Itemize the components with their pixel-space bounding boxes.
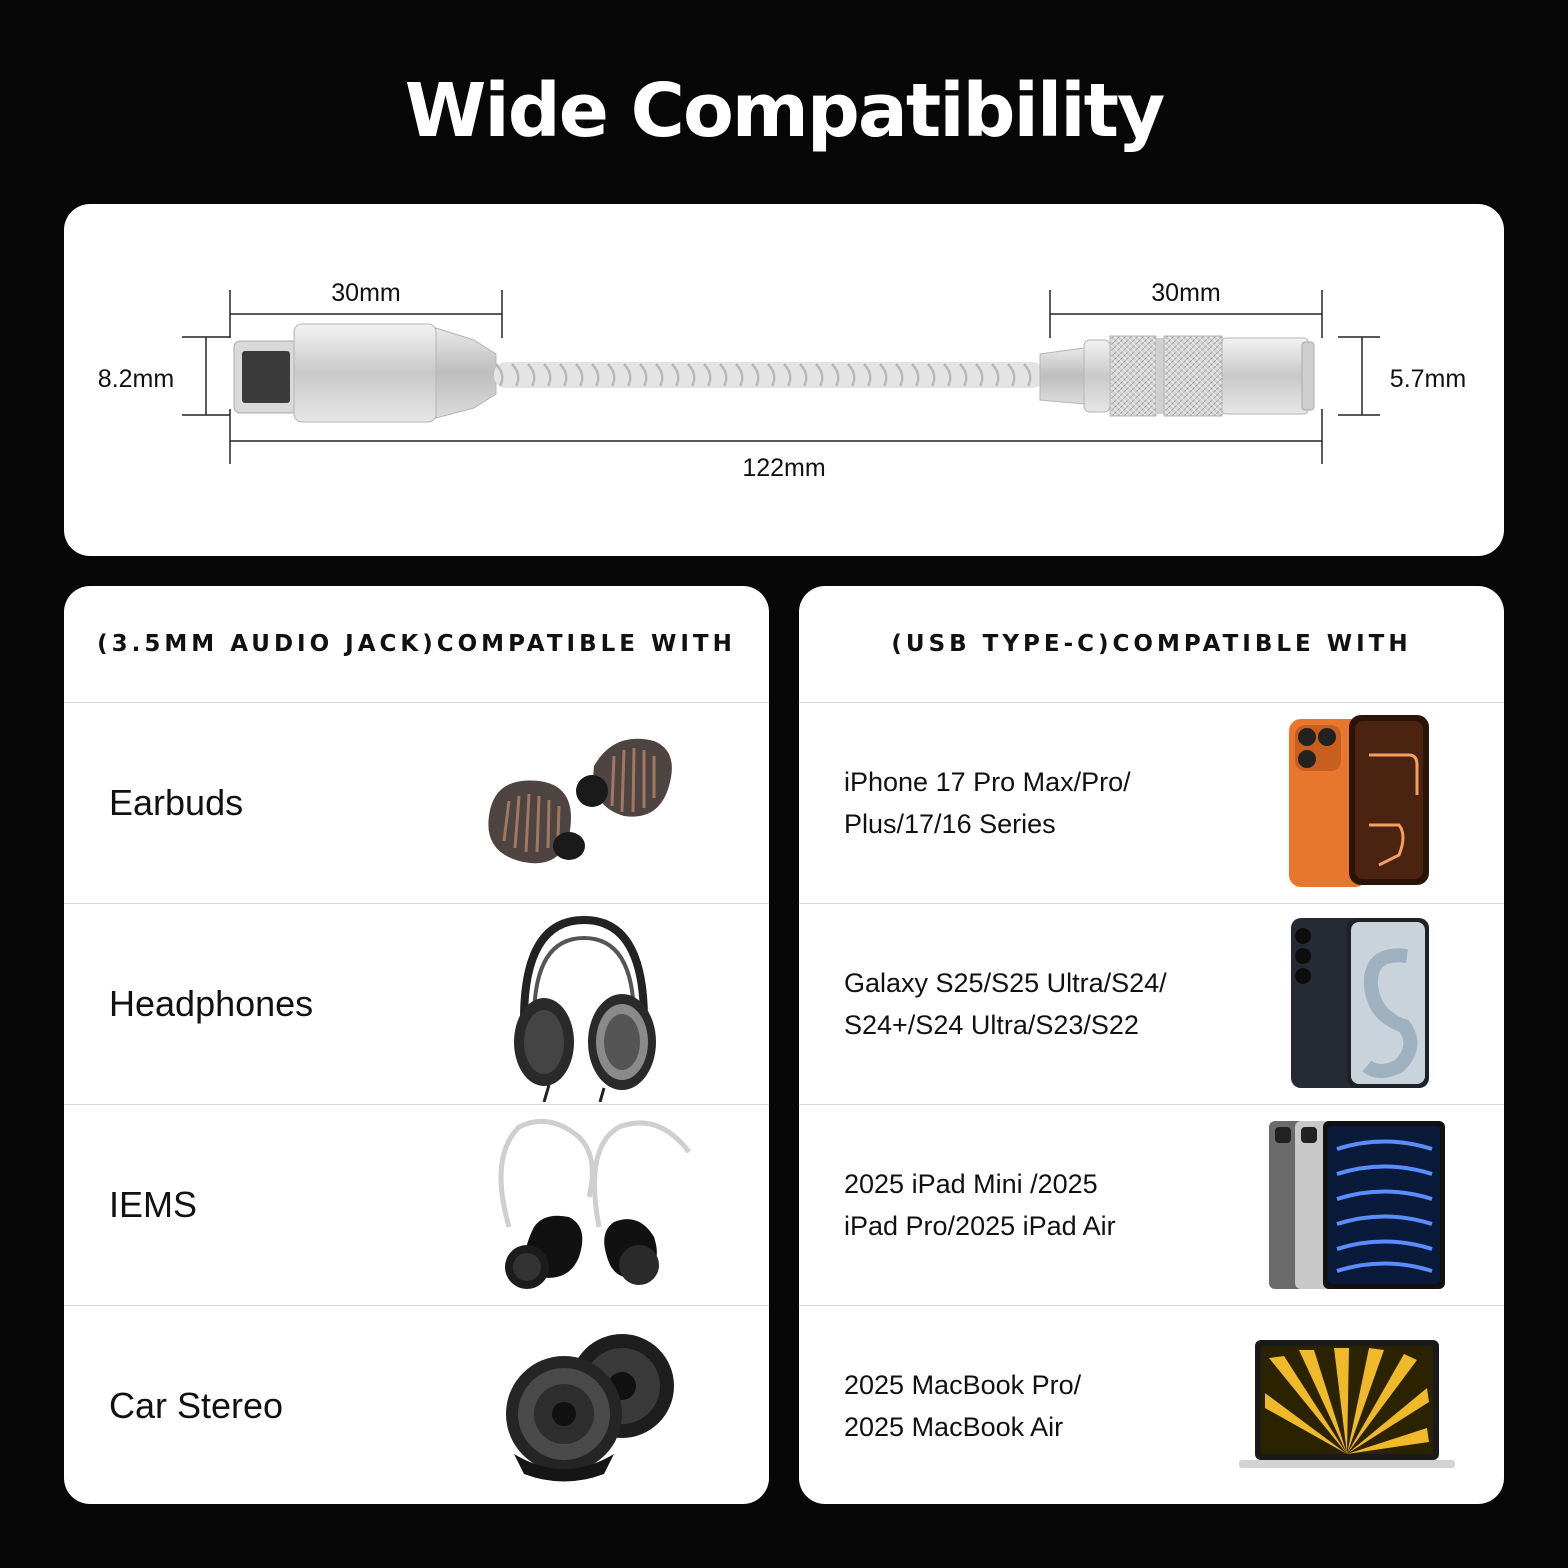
- list-item: Headphones: [64, 904, 769, 1105]
- braid-strand: [511, 363, 520, 387]
- braid-strand: [927, 363, 936, 387]
- dim-line-total: [229, 409, 1323, 464]
- braid-strand: [1023, 363, 1032, 387]
- braid-strand: [815, 363, 824, 387]
- braid-strand: [719, 363, 728, 387]
- braid-strand: [831, 363, 840, 387]
- braid-strand: [591, 363, 600, 387]
- item-text: iPhone 17 Pro Max/Pro/ Plus/17/16 Series: [844, 703, 1224, 903]
- dimension-card: 30mm 30mm 8.2mm 5.7mm 122mm: [64, 204, 1504, 556]
- braid-strand: [687, 363, 696, 387]
- braid-strand: [751, 363, 760, 387]
- dim-line-right-top: [1049, 290, 1323, 338]
- item-text-line2: iPad Pro/2025 iPad Air: [844, 1211, 1116, 1241]
- item-text: 2025 MacBook Pro/ 2025 MacBook Air: [844, 1306, 1224, 1504]
- galaxy-phone-icon: [1291, 918, 1429, 1088]
- list-item: 2025 MacBook Pro/ 2025 MacBook Air: [799, 1306, 1504, 1504]
- list-item: IEMS: [64, 1105, 769, 1306]
- braid-strand: [1007, 363, 1016, 387]
- iphone-icon: [1289, 715, 1429, 887]
- audio-jack-connector: [1039, 335, 1315, 417]
- usb-c-header: (USB TYPE-C)COMPATIBLE WITH: [799, 586, 1504, 703]
- braid-strand: [847, 363, 856, 387]
- braid-strand: [879, 363, 888, 387]
- braid-strand: [799, 363, 808, 387]
- braid-strand: [575, 363, 584, 387]
- audio-jack-compat-card: (3.5MM AUDIO JACK)COMPATIBLE WITH Earbud…: [64, 586, 769, 1504]
- list-item: iPhone 17 Pro Max/Pro/ Plus/17/16 Series: [799, 703, 1504, 904]
- page-title: Wide Compatibility: [404, 68, 1166, 154]
- dim-line-left-top: [229, 290, 503, 338]
- braid-strand: [527, 363, 536, 387]
- braid-strand: [895, 363, 904, 387]
- braid-strand: [783, 363, 792, 387]
- braid-strand: [655, 363, 664, 387]
- list-item: Earbuds: [64, 703, 769, 904]
- ipad-icon: [1269, 1121, 1445, 1289]
- iems-icon: [498, 1118, 691, 1289]
- dim-line-right-height: [1338, 336, 1380, 416]
- cable-braid-strands: [495, 363, 1032, 387]
- braided-cable: [494, 362, 1044, 388]
- item-text-line1: iPhone 17 Pro Max/Pro/: [844, 767, 1131, 797]
- item-text-line2: Plus/17/16 Series: [844, 809, 1056, 839]
- braid-strand: [975, 363, 984, 387]
- dim-label-left-top: 30mm: [331, 279, 400, 307]
- braid-strand: [623, 363, 632, 387]
- braid-strand: [495, 363, 504, 387]
- braid-strand: [911, 363, 920, 387]
- braid-strand: [863, 363, 872, 387]
- dim-line-left-height: [182, 336, 230, 416]
- headphones-icon: [514, 915, 656, 1102]
- item-text: 2025 iPad Mini /2025 iPad Pro/2025 iPad …: [844, 1105, 1224, 1305]
- item-label: IEMS: [109, 1184, 198, 1225]
- item-text-line2: S24+/S24 Ultra/S23/S22: [844, 1010, 1139, 1040]
- dim-label-right-height: 5.7mm: [1390, 365, 1466, 393]
- item-label: Earbuds: [109, 782, 244, 823]
- dim-label-left-height: 8.2mm: [98, 365, 174, 393]
- item-label: Car Stereo: [109, 1385, 284, 1426]
- braid-strand: [559, 363, 568, 387]
- cable-dimension-diagram: 30mm 30mm 8.2mm 5.7mm 122mm: [98, 279, 1466, 482]
- braid-strand: [735, 363, 744, 387]
- item-text-line1: 2025 MacBook Pro/: [844, 1370, 1082, 1400]
- braid-strand: [991, 363, 1000, 387]
- dim-label-right-top: 30mm: [1151, 279, 1220, 307]
- braid-strand: [943, 363, 952, 387]
- braid-strand: [959, 363, 968, 387]
- macbook-icon: [1239, 1340, 1455, 1468]
- list-item: 2025 iPad Mini /2025 iPad Pro/2025 iPad …: [799, 1105, 1504, 1306]
- dim-label-total: 122mm: [742, 454, 825, 482]
- item-text-line2: 2025 MacBook Air: [844, 1412, 1064, 1442]
- braid-strand: [639, 363, 648, 387]
- usb-c-plug: [233, 323, 497, 423]
- braid-strand: [607, 363, 616, 387]
- item-text: Galaxy S25/S25 Ultra/S24/ S24+/S24 Ultra…: [844, 904, 1224, 1104]
- item-text-line1: 2025 iPad Mini /2025: [844, 1169, 1098, 1199]
- braid-strand: [671, 363, 680, 387]
- list-item: Car Stereo: [64, 1306, 769, 1504]
- braid-strand: [703, 363, 712, 387]
- usb-c-compat-card: (USB TYPE-C)COMPATIBLE WITH iPhone 17 Pr…: [799, 586, 1504, 1504]
- braid-strand: [767, 363, 776, 387]
- audio-jack-header: (3.5MM AUDIO JACK)COMPATIBLE WITH: [64, 586, 769, 703]
- earbuds-icon: [488, 738, 672, 864]
- list-item: Galaxy S25/S25 Ultra/S24/ S24+/S24 Ultra…: [799, 904, 1504, 1105]
- car-speaker-icon: [506, 1334, 674, 1482]
- braid-strand: [543, 363, 552, 387]
- item-text-line1: Galaxy S25/S25 Ultra/S24/: [844, 968, 1167, 998]
- item-label: Headphones: [109, 983, 314, 1024]
